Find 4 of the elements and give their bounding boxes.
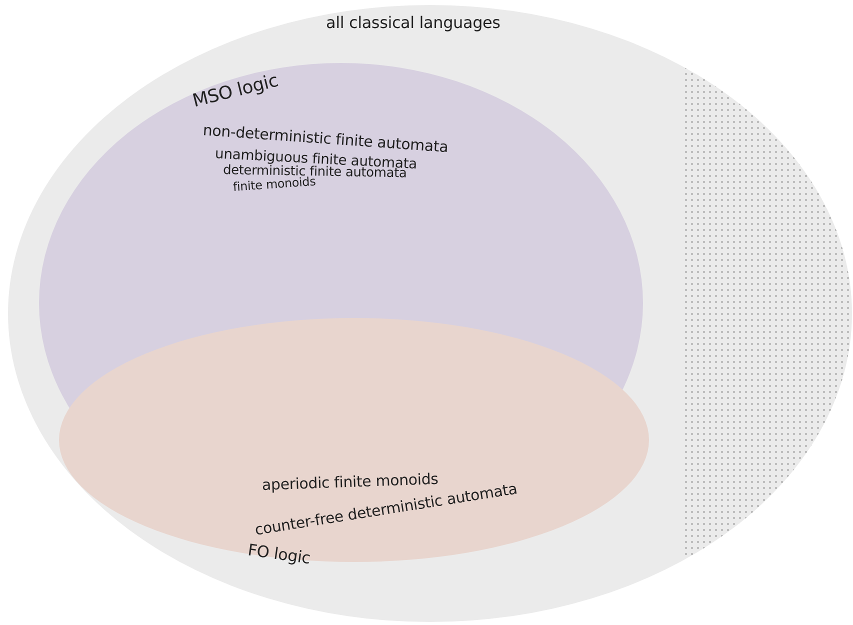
region-label: aperiodic finite monoids xyxy=(262,470,439,494)
region-label: FO logic xyxy=(246,540,312,568)
region-label: all classical languages xyxy=(326,13,500,32)
region-label: MSO logic xyxy=(190,70,280,112)
